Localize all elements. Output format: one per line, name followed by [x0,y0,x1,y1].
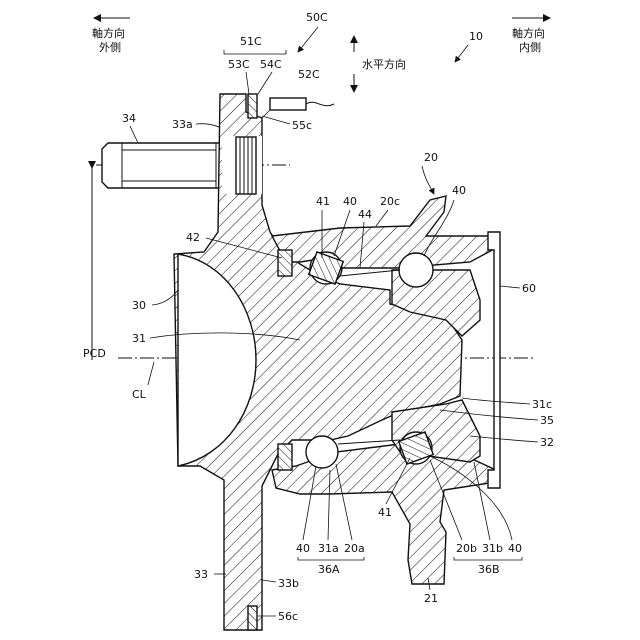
ref-40-top-b: 40 [452,184,466,197]
ref-32: 32 [540,436,554,449]
cl-label: CL [132,388,147,401]
seal-42-bottom [278,444,292,470]
ref-35: 35 [540,414,554,427]
pcd-label: PCD [83,347,106,360]
ref-20: 20 [424,151,438,164]
dir-inner-line1: 軸方向 [512,26,545,40]
ref-60: 60 [522,282,536,295]
ref-31b: 31b [482,542,503,555]
ref-51c: 51C [240,35,262,48]
ref-40-top-a: 40 [343,195,357,208]
ball-bottom-left [306,436,338,468]
ref-33b: 33b [278,577,299,590]
dir-inner-line2: 内側 [519,40,541,54]
ref-54c: 54C [260,58,282,71]
ref-40-bottom-a: 40 [296,542,310,555]
ref-21: 21 [424,592,438,605]
ref-40-bottom-b: 40 [508,542,522,555]
ref-36b: 36B [478,563,500,576]
ref-31a: 31a [318,542,339,555]
ref-30: 30 [132,299,146,312]
ref-56c: 56c [278,610,298,623]
direction-inner: 軸方向 内側 [512,18,550,54]
encoder-ring-top [248,94,257,118]
encoder-ring-bottom [248,606,257,630]
ball-top-right [399,253,433,287]
ref-36a: 36A [318,563,340,576]
ref-42: 42 [186,231,200,244]
ref-50c: 50C [306,11,328,24]
dir-outer-line2: 外側 [99,41,121,54]
ref-33a: 33a [172,118,193,131]
ref-53c: 53C [228,58,250,71]
ref-10: 10 [469,30,483,43]
ref-33: 33 [194,568,208,581]
pcd-dimension: PCD [83,168,106,360]
ref-41-top: 41 [316,195,330,208]
ref-55c: 55c [292,119,312,132]
ref-20c: 20c [380,195,400,208]
seal-42-top [278,250,292,276]
horizontal-direction: 水平方向 [354,36,406,92]
ref-44: 44 [358,208,372,221]
sensor-52c: 55c [262,98,334,132]
ref-20a: 20a [344,542,365,555]
cap-60 [488,232,500,488]
horizontal-label: 水平方向 [362,57,406,71]
ref-41-bottom: 41 [378,506,392,519]
ref-31: 31 [132,332,146,345]
ref-31c: 31c [532,398,552,411]
dir-outer-line1: 軸方向 [92,26,125,40]
ref-34: 34 [122,112,136,125]
ref-20b: 20b [456,542,477,555]
ref-52c: 52C [298,68,320,81]
direction-outer: 軸方向 外側 [92,18,130,54]
